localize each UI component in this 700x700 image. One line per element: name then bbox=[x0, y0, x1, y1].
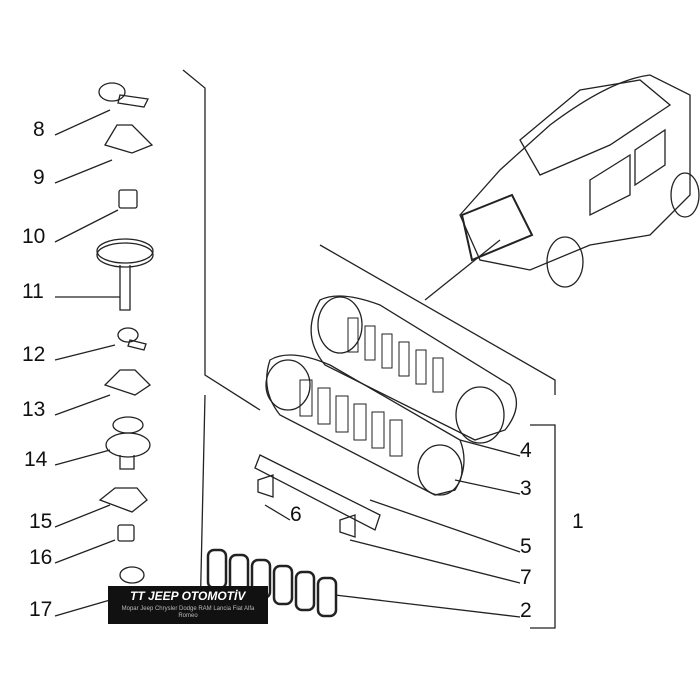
callout-13: 13 bbox=[22, 398, 46, 421]
callout-5: 5 bbox=[520, 535, 532, 558]
fasteners bbox=[96, 82, 154, 584]
callout-17: 17 bbox=[29, 598, 53, 621]
callout-16: 16 bbox=[29, 546, 53, 569]
logo-brands: Mopar Jeep Chrysler Dodge RAM Lancia Fia… bbox=[121, 606, 255, 619]
watermark-logo: TT JEEP OTOMOTİV Mopar Jeep Chrysler Dod… bbox=[108, 586, 268, 624]
callout-6: 6 bbox=[290, 503, 302, 526]
callout-10: 10 bbox=[22, 225, 46, 248]
callout-2: 2 bbox=[520, 599, 532, 622]
grille-assemblies bbox=[206, 295, 517, 618]
callout-4: 4 bbox=[520, 439, 532, 462]
callout-12: 12 bbox=[22, 343, 46, 366]
callout-8: 8 bbox=[33, 118, 45, 141]
divider-lines bbox=[182, 69, 556, 629]
logo-text: TT JEEP OTOMOTİV bbox=[130, 589, 246, 603]
vehicle-illustration bbox=[459, 74, 700, 288]
callout-9: 9 bbox=[33, 166, 45, 189]
callout-14: 14 bbox=[24, 448, 48, 471]
callout-1: 1 bbox=[572, 510, 584, 533]
callout-15: 15 bbox=[29, 510, 53, 533]
leader-lines bbox=[54, 109, 521, 618]
callout-3: 3 bbox=[520, 477, 532, 500]
callout-7: 7 bbox=[520, 566, 532, 589]
callout-11: 11 bbox=[22, 280, 44, 303]
